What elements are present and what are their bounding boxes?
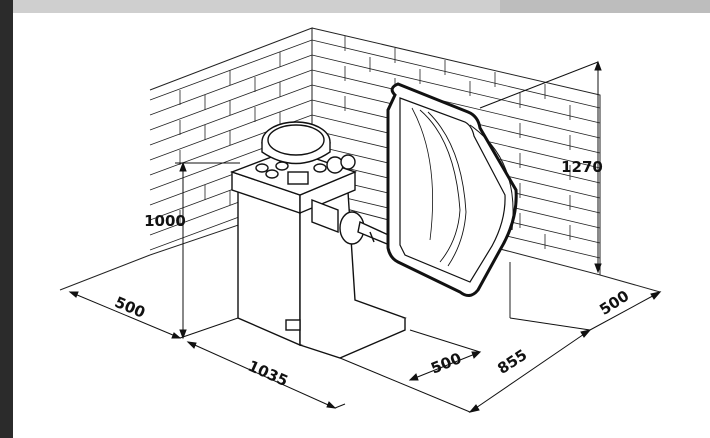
dimension-lines [68,60,662,413]
top-frame-shade [500,0,710,13]
dim-label-width-front: 1035 [245,357,290,390]
wheel-balancer-machine [229,121,407,359]
dim-label-clearance-front: 500 [428,349,464,377]
left-frame-bar [0,0,13,438]
shaft-flange [311,198,339,234]
dim-label-total-right: 855 [494,346,530,378]
dim-label-machine-height: 1000 [144,212,186,230]
wheel-guard [386,82,518,297]
dim-label-clearance-right: 500 [596,287,632,319]
dim-label-guard-height: 1270 [561,158,603,176]
